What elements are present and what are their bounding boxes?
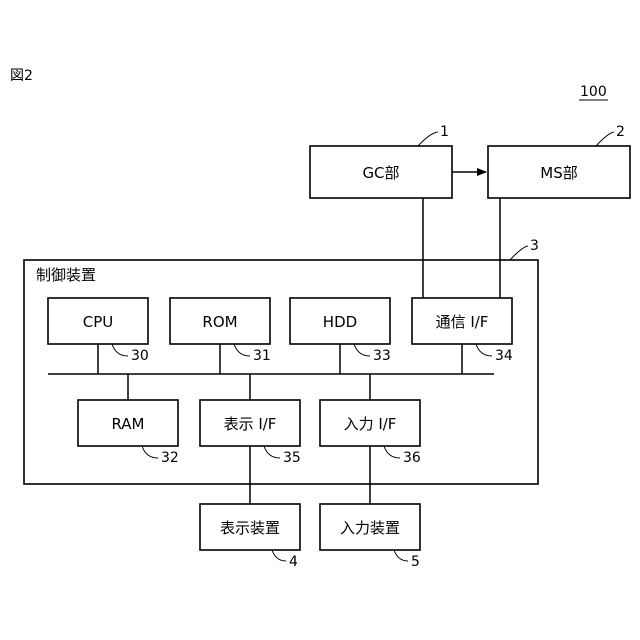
gc-ref-leader <box>418 132 438 146</box>
hdd-ref-leader <box>354 344 370 356</box>
ms-unit-label: MS部 <box>540 164 577 182</box>
display-if-label: 表示 I/F <box>224 415 277 433</box>
input-device-ref: 5 <box>411 554 420 570</box>
rom-label: ROM <box>202 313 237 331</box>
ram-label: RAM <box>111 415 144 433</box>
cpu-label: CPU <box>83 313 114 331</box>
cpu-ref-leader <box>112 344 128 356</box>
comm-if-label: 通信 I/F <box>436 313 489 331</box>
cpu-ref: 30 <box>131 348 149 364</box>
ms-ref-leader <box>596 132 614 146</box>
hdd-ref: 33 <box>373 348 391 364</box>
ram-ref: 32 <box>161 450 179 466</box>
gc-unit-label: GC部 <box>362 164 399 182</box>
input-device-ref-leader <box>394 550 408 561</box>
display-if-ref-leader <box>264 446 280 458</box>
hdd-label: HDD <box>323 313 357 331</box>
rom-ref-leader <box>234 344 250 356</box>
gc-ref: 1 <box>440 124 449 140</box>
ms-ref: 2 <box>616 124 625 140</box>
display-if-ref: 35 <box>283 450 301 466</box>
display-device-label: 表示装置 <box>220 519 280 537</box>
ram-ref-leader <box>142 446 158 458</box>
rom-ref: 31 <box>253 348 271 364</box>
controller-label: 制御装置 <box>36 266 96 284</box>
controller-frame <box>24 260 538 484</box>
input-if-ref-leader <box>384 446 400 458</box>
comm-if-ref-leader <box>476 344 492 356</box>
input-if-label: 入力 I/F <box>344 415 397 433</box>
input-device-label: 入力装置 <box>340 519 400 537</box>
controller-ref-leader <box>510 246 528 260</box>
input-if-ref: 36 <box>403 450 421 466</box>
display-device-ref-leader <box>272 550 286 561</box>
figure-label: 図2 <box>10 68 33 84</box>
display-device-ref: 4 <box>289 554 298 570</box>
controller-ref: 3 <box>530 238 539 254</box>
system-reference: 100 <box>580 84 607 100</box>
comm-if-ref: 34 <box>495 348 513 364</box>
